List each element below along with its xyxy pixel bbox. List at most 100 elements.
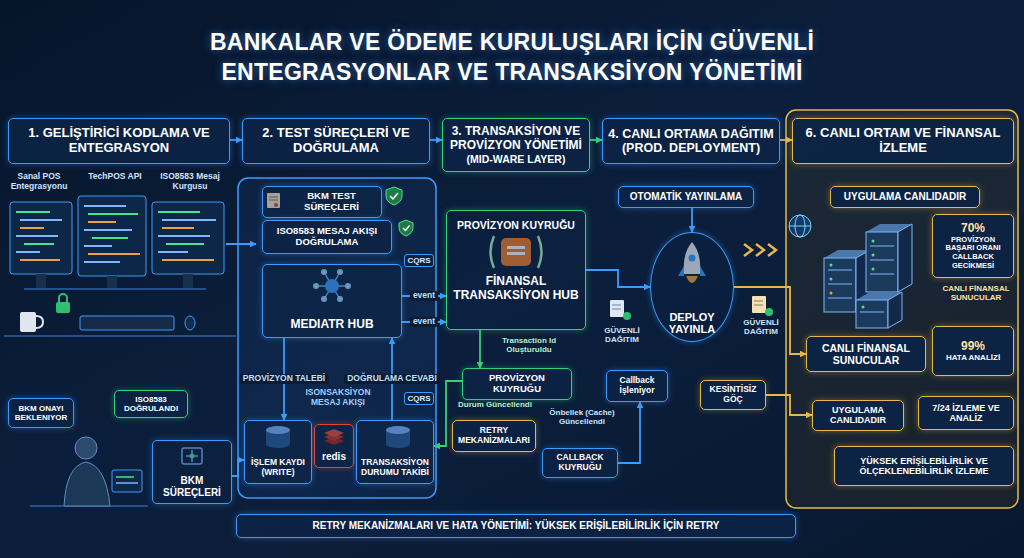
flow-connector [766, 395, 812, 415]
node-heading: UYGULAMA CANLIDADIR [816, 405, 900, 426]
monitoring-panel [786, 110, 1018, 508]
code-monitors [20, 219, 62, 221]
code-monitors [158, 211, 200, 213]
connector-label: event [410, 317, 438, 327]
code-monitors [20, 259, 60, 261]
flow-connector [691, 208, 693, 232]
code-monitors [4, 335, 236, 337]
process-box: BKM SÜREÇLERİ [152, 440, 232, 504]
document-icon [754, 305, 763, 306]
hub-box: PROVİZYON KUYRUĞU FİNANSAL TRANSAKSİYON H… [446, 210, 586, 330]
stage-header: 2. TEST SÜREÇLERİ VE DOĞRULAMA [242, 118, 430, 164]
node-text: HATA ANALİZİ [946, 353, 1000, 362]
process-box: 7/24 İZLEME VE ANALİZ [918, 396, 1014, 430]
connector-label: DOĞRULAMA CEVABI [344, 374, 440, 384]
developer-figure [116, 476, 134, 478]
status-box: UYGULAMA CANLIDADIR [812, 400, 904, 431]
annotation-label: TechPOS API [84, 172, 146, 182]
server-racks [830, 278, 833, 281]
code-monitors [80, 316, 174, 330]
server-racks [824, 224, 912, 328]
code-monitors [84, 245, 112, 247]
server-racks [888, 292, 902, 328]
node-heading: BKM TEST SÜREÇLERİ [285, 191, 378, 213]
annotation-label: ISONSAKSİYON MESAJ AKIŞI [298, 388, 378, 408]
code-monitors [88, 253, 140, 255]
code-monitors [20, 227, 44, 229]
stage-header: 3. TRANSAKSİYON VE PROVİZYON YÖNETİMİ(MI… [442, 118, 590, 172]
developer-figure [116, 482, 138, 484]
node-heading: 4. CANLI ORTAMA DAĞITIM (PROD. DEPLOYMEN… [606, 127, 776, 156]
server-racks [866, 232, 898, 292]
status-callout: BKM ONAYI BEKLENIYOR [8, 398, 74, 428]
node-heading: UYGULAMA CANLIDADIR [844, 191, 966, 203]
document-icon [623, 312, 631, 320]
database-box: TRANSAKSİYON DURUMU TAKİBİ [356, 420, 434, 484]
queue-box: PROVİZYON KUYRUĞU [462, 368, 572, 400]
server-racks [862, 306, 865, 309]
stage-header: 1. GELİŞTİRİCİ KODLAMA VE ENTEGRASYON [8, 118, 230, 164]
server-racks [872, 268, 875, 271]
server-racks [872, 254, 875, 257]
node-heading: MEDIATR HUB [290, 318, 373, 332]
server-racks [872, 240, 875, 243]
cache-box: redis [314, 424, 354, 468]
node-heading: CANLI FİNANSAL SUNUCULAR [810, 342, 922, 366]
server-racks [860, 312, 884, 313]
code-monitors [4, 196, 236, 336]
node-heading: KESİNTİSİZ GÖÇ [704, 385, 762, 405]
test-panel [238, 178, 436, 498]
stage-header: 4. CANLI ORTAMA DAĞITIM (PROD. DEPLOYMEN… [602, 118, 780, 164]
code-monitors [16, 251, 40, 253]
node-heading: BKM SÜREÇLERİ [156, 475, 228, 498]
shield-icon [386, 187, 402, 205]
process-box: BKM TEST SÜREÇLERİ [262, 186, 382, 218]
shield-icon [399, 220, 413, 236]
globe-icon [789, 215, 811, 237]
flow-connector [232, 460, 244, 476]
node-heading: CALLBACK KUYRUĞU [546, 453, 614, 473]
node-heading: PROVİZYON KUYRUĞU [466, 373, 568, 395]
annotation-label: Sanal POS Entegrasyonu [6, 172, 72, 192]
code-monitors [88, 213, 138, 215]
node-heading: 7/24 İZLEME VE ANALİZ [922, 403, 1010, 424]
code-monitors [152, 202, 224, 274]
document-icon [765, 308, 773, 316]
flow-arrow [226, 244, 256, 245]
developer-figure [30, 437, 148, 506]
code-monitors [78, 196, 146, 276]
developer-figure [64, 462, 110, 506]
stage-header: 6. CANLI ORTAM VE FİNANSAL İZLEME [792, 118, 1014, 164]
node-text: FİNANSAL TRANSAKSİYON HUB [450, 275, 582, 303]
annotation-label: CANLI FİNANSAL SUNUCULAR [938, 284, 1014, 302]
code-monitors [185, 316, 195, 330]
hub-box: MEDIATR HUB [262, 264, 402, 338]
server-racks [898, 224, 912, 292]
status-callout: ISO8583 DOĞRULANDI [114, 390, 188, 418]
code-monitors [107, 276, 117, 288]
flow-connector [230, 139, 242, 141]
code-monitors [183, 274, 193, 288]
node-heading: ISO8583 DOĞRULANDI [118, 395, 184, 413]
code-monitors [92, 237, 128, 239]
deploy-circle: DEPLOY YAYINLA [650, 232, 734, 342]
document-icon [754, 301, 763, 302]
node-heading: 1. GELİŞTİRİCİ KODLAMA VE ENTEGRASYON [12, 126, 226, 156]
server-racks [828, 284, 852, 285]
diagram-title: BANKALAR VE ÖDEME KURULUŞLARI İÇİN GÜVEN… [117, 28, 907, 88]
tag-badge: CQRS [404, 254, 434, 267]
node-heading: 70% [961, 222, 985, 236]
node-heading: redis [322, 451, 346, 463]
code-monitors [16, 211, 50, 213]
server-racks [870, 260, 894, 261]
node-heading: PROVİZYON KUYRUĞU [457, 219, 575, 231]
server-box: CANLI FİNANSAL SUNUCULAR [806, 336, 926, 372]
server-racks [824, 258, 856, 312]
queue-box: CALLBACK KUYRUĞU [542, 448, 618, 478]
test-panel [238, 178, 436, 498]
status-box: UYGULAMA CANLIDADIR [830, 186, 980, 208]
server-racks [830, 264, 833, 267]
